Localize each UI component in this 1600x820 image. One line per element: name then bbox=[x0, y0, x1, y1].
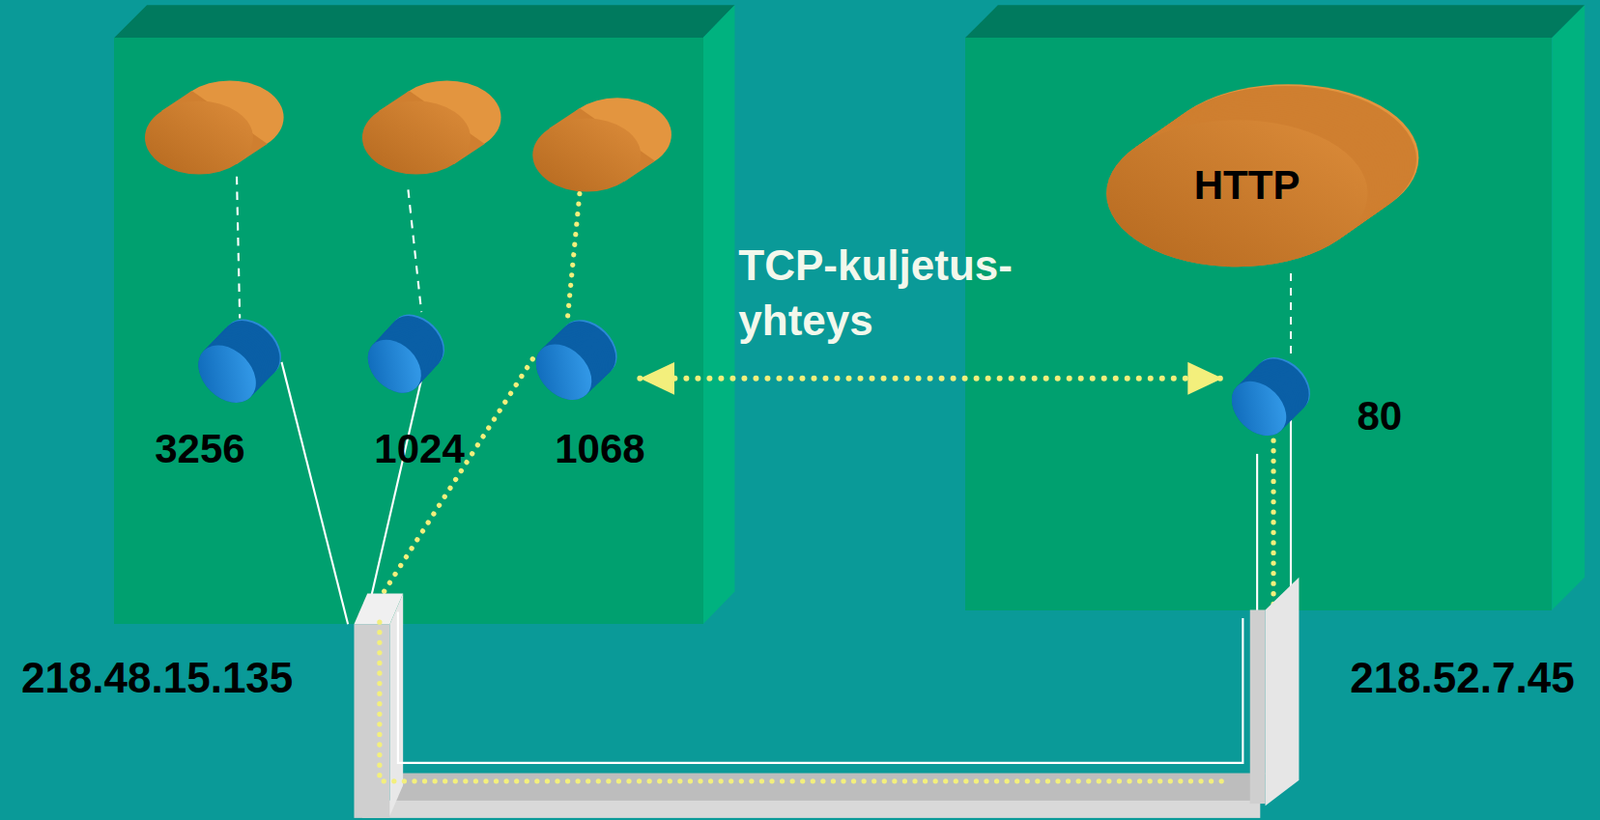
socket-wire bbox=[1256, 454, 1258, 613]
network-post bbox=[389, 594, 403, 817]
socket-wire bbox=[365, 379, 422, 623]
node-outline bbox=[190, 312, 287, 413]
process-ellipse bbox=[1106, 85, 1419, 268]
socket-body bbox=[357, 329, 432, 404]
ip-address: 218.48.15.135 bbox=[21, 653, 293, 705]
host-box: HTTP80218.52.7.45 bbox=[965, 37, 1552, 610]
process-link bbox=[1289, 273, 1292, 358]
port-number: 1068 bbox=[554, 424, 645, 473]
port-socket: 3256 bbox=[190, 312, 287, 413]
socket-cylinder bbox=[1221, 346, 1321, 447]
connection-label: TCP-kuljetus- yhteys bbox=[738, 237, 1067, 348]
transport-connection bbox=[639, 375, 1223, 382]
socket-body bbox=[1221, 371, 1298, 448]
ip-address: 218.52.7.45 bbox=[1349, 653, 1574, 705]
port-socket: 80 bbox=[1224, 351, 1316, 444]
port-socket: 1068 bbox=[526, 314, 625, 408]
host-top-face bbox=[114, 4, 735, 38]
socket-cylinder bbox=[524, 309, 629, 412]
socket-wire bbox=[281, 362, 348, 625]
port-socket: 1024 bbox=[360, 306, 451, 403]
socket-cylinder bbox=[357, 304, 456, 404]
active-wire bbox=[363, 359, 533, 626]
port-number: 1024 bbox=[373, 424, 464, 473]
process-disk bbox=[144, 101, 254, 175]
process-disk bbox=[362, 101, 471, 175]
socket-face bbox=[1221, 371, 1298, 448]
socket-cylinder bbox=[187, 308, 293, 415]
host-side-face bbox=[1551, 4, 1585, 610]
process-disk bbox=[532, 117, 641, 192]
process-leader bbox=[236, 176, 240, 319]
network-post bbox=[353, 624, 390, 819]
process-body bbox=[1106, 120, 1368, 268]
active-leader bbox=[567, 194, 580, 321]
channel-wire bbox=[398, 612, 1243, 764]
node-outline bbox=[360, 306, 451, 403]
network-post bbox=[1265, 577, 1300, 807]
socket-wire bbox=[1289, 418, 1292, 598]
process-leader bbox=[407, 189, 422, 313]
network-post bbox=[1250, 609, 1266, 804]
network-channel bbox=[362, 800, 1260, 819]
socket-face bbox=[357, 329, 432, 404]
port-number: 3256 bbox=[154, 424, 245, 473]
network-post bbox=[353, 594, 403, 626]
host-top-face bbox=[965, 4, 1585, 38]
socket-body bbox=[187, 334, 268, 415]
process-name: HTTP bbox=[1194, 161, 1301, 210]
node-outline bbox=[1224, 351, 1316, 444]
port-number: 80 bbox=[1356, 392, 1402, 441]
active-channel bbox=[379, 622, 1230, 782]
active-wire bbox=[1270, 440, 1276, 610]
network-channel bbox=[389, 772, 1265, 801]
application-process: HTTP bbox=[1102, 79, 1419, 274]
node-outline bbox=[526, 314, 625, 408]
socket-face bbox=[524, 333, 602, 411]
host-side-face bbox=[703, 4, 736, 625]
process-face bbox=[1106, 120, 1368, 268]
socket-body bbox=[524, 333, 602, 411]
socket-face bbox=[187, 334, 268, 415]
